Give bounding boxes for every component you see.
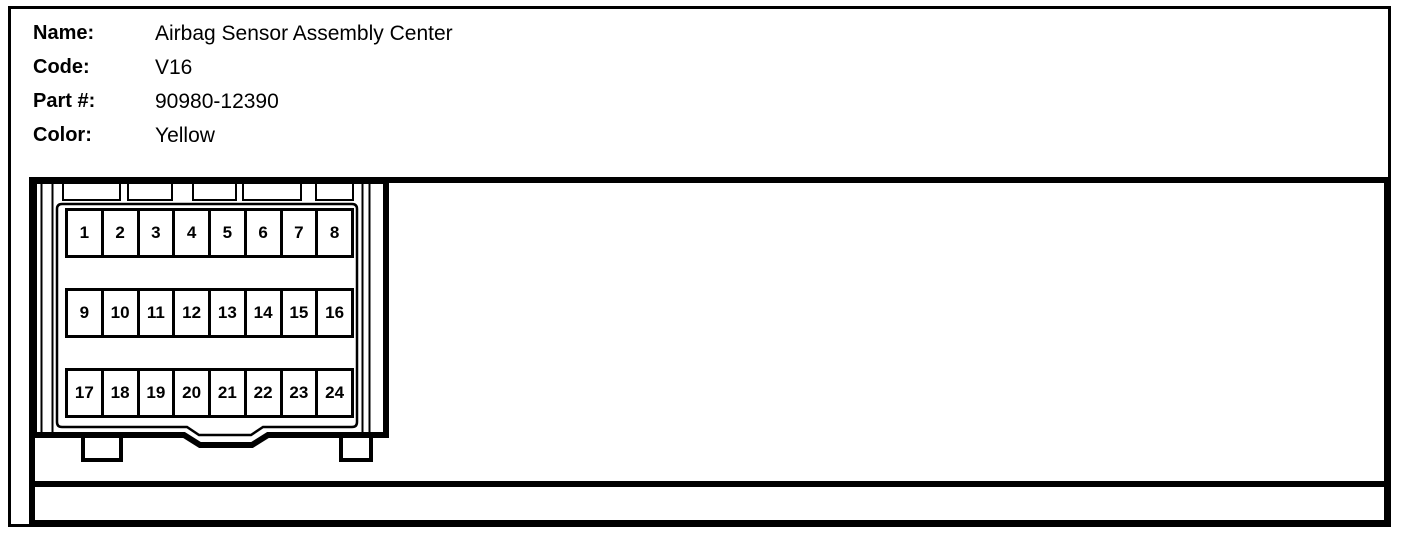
top-tab-4 [242, 182, 302, 201]
bottom-tab-left [81, 433, 123, 462]
pin-11: 11 [136, 288, 176, 338]
top-tab-3 [192, 182, 237, 201]
top-tab-2 [127, 182, 173, 201]
pin-15: 15 [279, 288, 319, 338]
pin-23: 23 [279, 368, 319, 418]
pin-20: 20 [172, 368, 211, 418]
field-color-value: Yellow [155, 124, 215, 147]
pin-1: 1 [65, 208, 104, 258]
top-tab-1 [62, 182, 121, 201]
pin-9: 9 [65, 288, 104, 338]
pin-13: 13 [208, 288, 247, 338]
pin-2: 2 [100, 208, 140, 258]
field-code: Code: V16 [33, 56, 192, 82]
field-code-label: Code: [33, 56, 90, 78]
pin-19: 19 [136, 368, 176, 418]
pin-24: 24 [315, 368, 354, 418]
pin-21: 21 [208, 368, 247, 418]
pin-14: 14 [243, 288, 283, 338]
pin-7: 7 [279, 208, 319, 258]
field-name-label: Name: [33, 22, 95, 44]
pin-3: 3 [136, 208, 176, 258]
footer-section-frame [29, 481, 1390, 526]
top-tab-5 [315, 182, 354, 201]
field-part-number: Part #: 90980-12390 [33, 90, 279, 116]
field-color-label: Color: [33, 124, 92, 146]
pin-22: 22 [243, 368, 283, 418]
field-part-number-label: Part #: [33, 90, 96, 112]
field-code-value: V16 [155, 56, 193, 79]
field-color: Color: Yellow [33, 124, 215, 150]
pin-10: 10 [100, 288, 140, 338]
pin-6: 6 [243, 208, 283, 258]
field-name-value: Airbag Sensor Assembly Center [155, 22, 453, 45]
pin-4: 4 [172, 208, 211, 258]
pin-5: 5 [208, 208, 247, 258]
field-part-number-value: 90980-12390 [155, 90, 279, 113]
pin-18: 18 [100, 368, 140, 418]
bottom-tab-right [339, 433, 373, 462]
connector-shell-outline [31, 178, 389, 448]
field-name: Name: Airbag Sensor Assembly Center [33, 22, 453, 48]
pin-12: 12 [172, 288, 211, 338]
header-section: Name: Airbag Sensor Assembly Center Code… [0, 0, 1408, 177]
pin-16: 16 [315, 288, 354, 338]
pin-8: 8 [315, 208, 354, 258]
pin-17: 17 [65, 368, 104, 418]
